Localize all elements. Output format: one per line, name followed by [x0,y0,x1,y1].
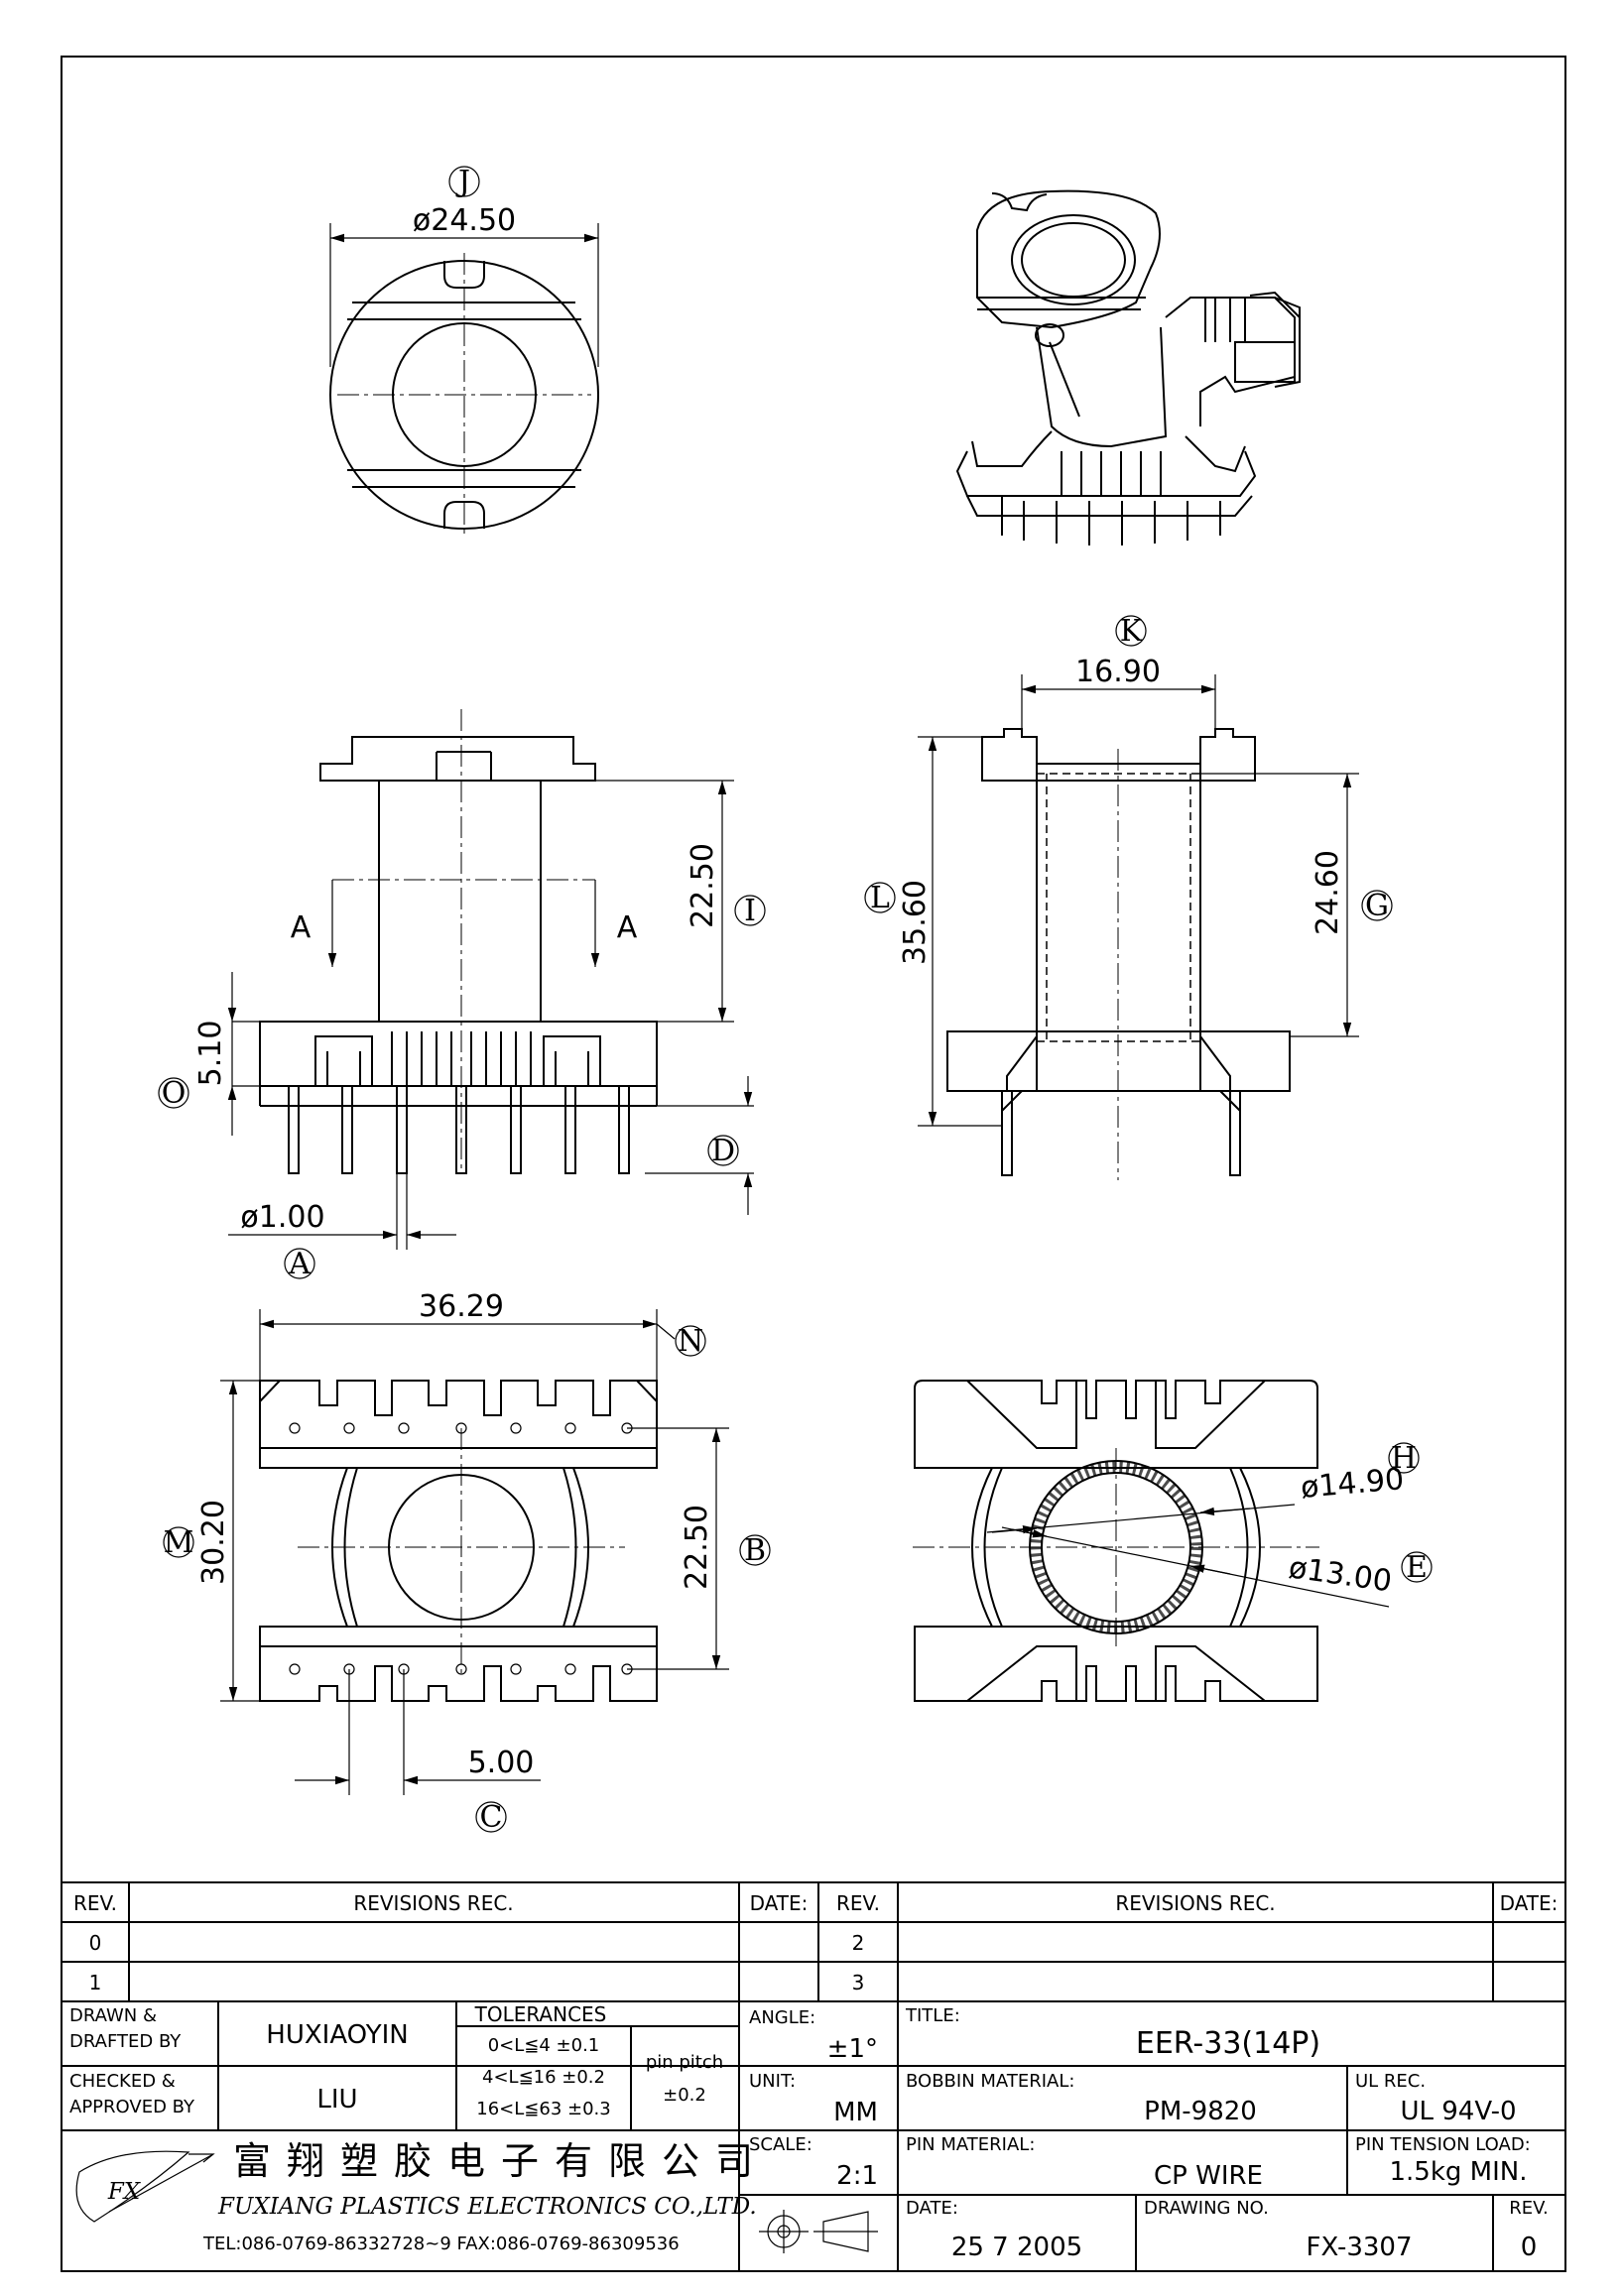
label-k: K [1120,614,1143,649]
bottom-view: 36.29 N 30.20 M 22.50 B 5.00 C [163,1289,771,1835]
ul-rec-label: UL REC. [1355,2071,1426,2092]
pin-tension-label: PIN TENSION LOAD: [1355,2134,1531,2155]
label-l: L [870,881,890,915]
angle-label: ANGLE: [749,2007,815,2028]
drawn-label-1: DRAWN & [69,2005,157,2026]
tolerance-3: 16<L≦63 ±0.3 [476,2099,610,2119]
label-i: I [744,894,756,928]
rev-header-left: REV. [73,1891,117,1915]
label-o: O [162,1076,187,1111]
revisions-header-right: REVISIONS REC. [1115,1891,1275,1915]
side-view: 16.90 K 35.60 L 24.60 G [864,614,1393,1180]
angle-value: ±1° [827,2034,878,2064]
unit-label: UNIT: [749,2071,796,2092]
company-logo: FX [75,2150,215,2223]
dim-i: 22.50 [686,843,720,928]
top-view: ø24.50 J [329,165,599,536]
date-header-left: DATE: [750,1891,809,1915]
drawing-border [61,56,1566,2272]
label-a: A [288,1247,311,1281]
rev-row-0: 0 [89,1931,102,1955]
dim-a: ø1.00 [240,1200,324,1235]
bobbin-material-value: PM-9820 [1144,2097,1257,2126]
dim-n: 36.29 [419,1289,504,1324]
label-c: C [480,1800,503,1835]
company-name-en: FUXIANG PLASTICS ELECTRONICS CO.,LTD. [217,2194,757,2220]
isometric-view [955,189,1301,545]
rev-header-right: REV. [836,1891,880,1915]
scale-label: SCALE: [749,2134,812,2155]
label-h: H [1391,1441,1417,1476]
drawn-value: HUXIAOYIN [266,2020,408,2050]
section-view: ø14.90 H ø13.00 E [913,1380,1433,1702]
bottom-view-pin-holes [289,1422,633,1675]
tolerance-1: 0<L≦4 ±0.1 [488,2035,600,2056]
dim-b: 22.50 [680,1505,714,1590]
title-block: REV. REVISIONS REC. DATE: REV. REVISIONS… [62,1881,1565,2271]
title-value: EER-33(14P) [1136,2026,1320,2061]
front-view-pins [288,1085,630,1174]
rev-row-3: 3 [852,1971,865,1994]
revisions-header-left: REVISIONS REC. [353,1891,513,1915]
label-d: D [711,1134,735,1168]
title-label: TITLE: [905,2005,960,2026]
tolerance-2: 4<L≦16 ±0.2 [482,2067,605,2088]
drawn-label-2: DRAFTED BY [69,2031,182,2052]
checked-label-2: APPROVED BY [69,2097,195,2117]
section-label-left: A [291,910,312,945]
dim-g: 24.60 [1311,850,1345,935]
checked-value: LIU [316,2085,357,2115]
rev-row-1: 1 [89,1971,102,1994]
section-label-right: A [617,910,638,945]
label-e: E [1406,1550,1428,1585]
company-contact: TEL:086-0769-86332728~9 FAX:086-0769-863… [202,2234,680,2254]
drawing-no-label: DRAWING NO. [1144,2198,1269,2219]
ul-rec-value: UL 94V-0 [1400,2097,1516,2126]
dim-m: 30.20 [196,1500,231,1585]
label-g: G [1365,889,1389,923]
date-header-right: DATE: [1500,1891,1559,1915]
rev-row-2: 2 [852,1931,865,1955]
dim-k: 16.90 [1075,655,1161,689]
logo-text: FX [107,2179,142,2205]
drawing-no-value: FX-3307 [1306,2233,1412,2262]
dim-o: 5.10 [193,1021,228,1087]
label-j: J [455,165,470,199]
pin-pitch-label: pin pitch [646,2052,723,2073]
rev-value: 0 [1521,2233,1538,2262]
scale-value: 2:1 [836,2161,878,2191]
label-m: M [164,1525,194,1560]
dim-l: 35.60 [898,880,933,965]
company-name-cn: 富翔塑胶电子有限公司 [233,2139,769,2183]
date-value: 25 7 2005 [951,2233,1082,2262]
tolerances-header: TOLERANCES [474,2002,607,2026]
front-view: A A 22.50 I 5.1 [158,709,766,1281]
bobbin-material-label: BOBBIN MATERIAL: [906,2071,1074,2092]
pin-material-label: PIN MATERIAL: [906,2134,1035,2155]
checked-label-1: CHECKED & [69,2071,176,2092]
projection-symbol-icon [759,2210,878,2253]
pin-tension-value: 1.5kg MIN. [1390,2157,1528,2187]
dim-c: 5.00 [468,1746,535,1780]
pin-pitch-value: ±0.2 [663,2085,706,2106]
pin-material-value: CP WIRE [1154,2161,1263,2191]
dim-e: ø13.00 [1287,1550,1394,1599]
unit-value: MM [833,2098,878,2127]
rev-label: REV. [1509,2198,1549,2219]
date-label: DATE: [906,2198,958,2219]
dim-j: ø24.50 [413,203,516,238]
label-n: N [678,1324,703,1359]
label-b: B [744,1533,766,1568]
